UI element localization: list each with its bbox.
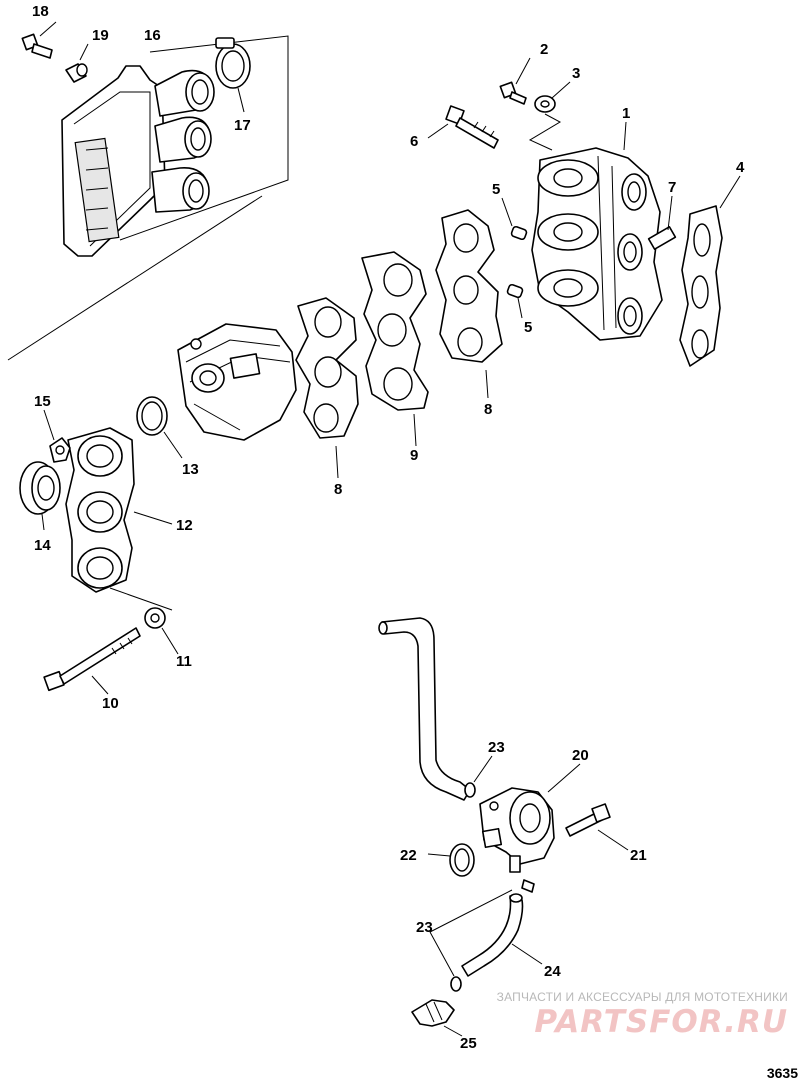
o-ring-13 <box>136 396 168 436</box>
label-25: 25 <box>460 1035 477 1052</box>
drawing-code: 3635 <box>766 1065 798 1081</box>
watermark-brand: PARTSFOR.RU <box>534 1004 788 1040</box>
screw-18 <box>21 33 53 59</box>
gasket-8-right <box>435 209 503 363</box>
label-16: 16 <box>144 27 161 44</box>
fuel-hose-lower <box>461 893 524 977</box>
label-14: 14 <box>34 537 51 554</box>
bolt-10 <box>43 627 141 692</box>
bolt-2 <box>499 81 527 105</box>
hose-clamp <box>215 37 251 89</box>
hose-clip-upper <box>464 782 476 798</box>
grommet-14 <box>19 461 61 515</box>
carburetor <box>177 323 297 441</box>
fitting-25 <box>411 999 455 1027</box>
label-13: 13 <box>182 461 199 478</box>
label-5-upper: 5 <box>492 181 500 198</box>
label-12: 12 <box>176 517 193 534</box>
o-ring-22 <box>449 843 475 877</box>
label-8-left: 8 <box>334 481 342 498</box>
label-7: 7 <box>668 179 676 196</box>
bracket-15 <box>49 437 71 463</box>
label-22: 22 <box>400 847 417 864</box>
label-6: 6 <box>410 133 418 150</box>
label-23-upper: 23 <box>488 739 505 756</box>
dowel-pin-lower <box>506 283 524 299</box>
screw-21 <box>565 803 611 837</box>
label-8-right: 8 <box>484 401 492 418</box>
label-9: 9 <box>410 447 418 464</box>
label-17: 17 <box>234 117 251 134</box>
dowel-pin-upper <box>510 225 528 241</box>
watermark-tagline: ЗАПЧАСТИ И АКСЕССУАРЫ ДЛЯ МОТОТЕХНИКИ <box>496 990 788 1004</box>
hose-clip-lower <box>450 976 462 992</box>
label-5-lower: 5 <box>524 319 532 336</box>
label-1: 1 <box>622 105 630 122</box>
label-21: 21 <box>630 847 647 864</box>
reed-plate-9 <box>361 251 429 411</box>
label-18: 18 <box>32 3 49 20</box>
bushing-19 <box>65 63 88 83</box>
hose-clip-pump <box>521 879 535 893</box>
bolt-6 <box>445 105 499 149</box>
label-3: 3 <box>572 65 580 82</box>
gasket-8-left <box>295 297 359 439</box>
label-19: 19 <box>92 27 109 44</box>
label-20: 20 <box>572 747 589 764</box>
label-4: 4 <box>736 159 745 176</box>
adaptor-12 <box>65 427 135 593</box>
label-1-part: 2 <box>540 41 548 58</box>
washer-11 <box>144 607 166 629</box>
air-silencer-cover <box>61 65 215 257</box>
intake-manifold <box>531 147 663 341</box>
fuel-pump <box>479 787 555 873</box>
label-15: 15 <box>34 393 51 410</box>
gasket-4 <box>679 205 723 367</box>
label-11: 11 <box>176 653 192 670</box>
washer-3 <box>534 95 556 113</box>
label-23-lower: 23 <box>416 919 433 936</box>
label-10: 10 <box>102 695 119 712</box>
label-24: 24 <box>544 963 561 980</box>
fuel-hose-upper <box>378 617 471 801</box>
pin-7 <box>647 226 677 250</box>
